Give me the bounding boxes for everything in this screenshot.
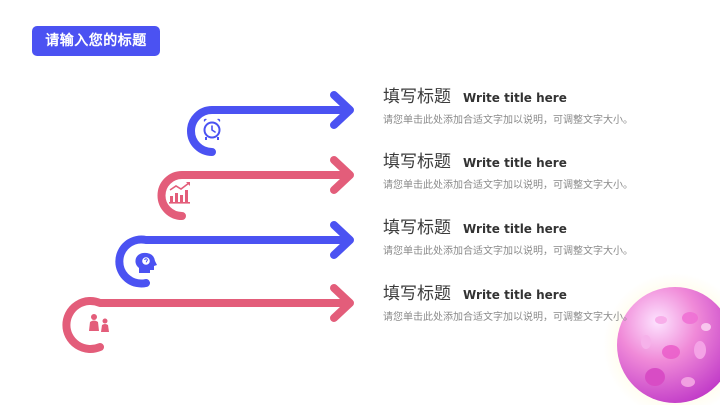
- head-question-icon: [135, 252, 157, 273]
- list-item: 填写标题 Write title here 请您单击此处添加合适文字加以说明，可…: [383, 147, 703, 191]
- item-title-en: Write title here: [463, 288, 567, 302]
- item-title-en: Write title here: [463, 156, 567, 170]
- page-title: 请输入您的标题: [32, 26, 160, 56]
- arrow-3: [115, 221, 354, 288]
- alarm-clock-icon: [203, 118, 221, 140]
- item-description: 请您单击此处添加合适文字加以说明，可调整文字大小。: [383, 312, 633, 323]
- people-icon: [89, 314, 109, 332]
- list-item: 填写标题 Write title here 请您单击此处添加合适文字加以说明，可…: [383, 82, 703, 126]
- item-title-zh: 填写标题: [383, 218, 451, 238]
- list-item: 填写标题 Write title here 请您单击此处添加合适文字加以说明，可…: [383, 213, 703, 257]
- item-description: 请您单击此处添加合适文字加以说明，可调整文字大小。: [383, 180, 633, 191]
- item-title-zh: 填写标题: [383, 284, 451, 304]
- arrow-1: [187, 91, 354, 156]
- bar-chart-icon: [169, 182, 190, 204]
- list-item: 填写标题 Write title here 请您单击此处添加合适文字加以说明，可…: [383, 279, 703, 323]
- item-description: 请您单击此处添加合适文字加以说明，可调整文字大小。: [383, 246, 633, 257]
- arrow-4: [62, 284, 354, 353]
- item-title-en: Write title here: [463, 91, 567, 105]
- item-title-zh: 填写标题: [383, 87, 451, 107]
- item-title-zh: 填写标题: [383, 152, 451, 172]
- item-title-en: Write title here: [463, 222, 567, 236]
- planet-decoration: [603, 273, 720, 405]
- item-description: 请您单击此处添加合适文字加以说明，可调整文字大小。: [383, 115, 633, 126]
- arrow-2: [157, 156, 354, 220]
